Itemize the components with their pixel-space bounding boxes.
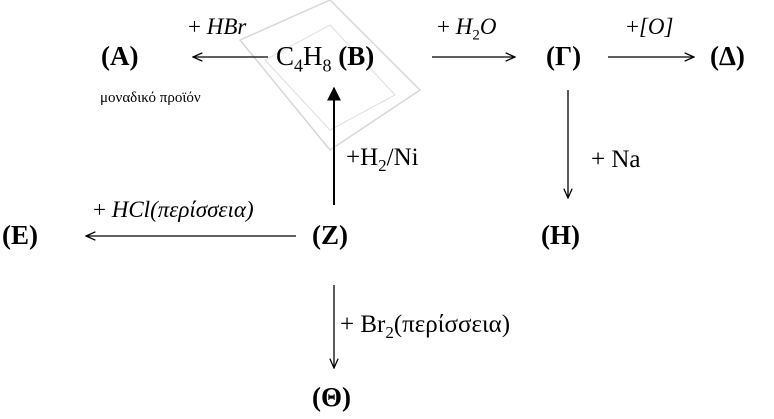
compound-e: (E)	[2, 220, 38, 250]
reagent-h2-ni: +H2/Ni	[346, 144, 419, 175]
compound-a: (A)	[101, 41, 139, 71]
compound-h: (H)	[541, 220, 580, 250]
formula-b: C4H8	[276, 41, 332, 76]
reagent-h2o: + H2O	[437, 14, 497, 44]
note-single-product: μοναδικό προϊόν	[100, 90, 201, 106]
reagent-hcl: + HCl(περίσσεια)	[93, 197, 254, 222]
label-b: (B)	[338, 41, 375, 71]
compound-g: (Γ)	[546, 41, 582, 71]
compound-d: (Δ)	[710, 41, 745, 71]
reagent-br2: + Br2(περίσσεια)	[340, 311, 511, 342]
reagent-oxidation: +[O]	[626, 14, 674, 39]
reagent-na: + Na	[591, 146, 641, 173]
compound-th: (Θ)	[312, 382, 351, 412]
compound-b: C4H8 (B)	[276, 41, 375, 76]
compound-z: (Z)	[312, 220, 348, 250]
reagent-hbr: + HBr	[188, 14, 247, 39]
